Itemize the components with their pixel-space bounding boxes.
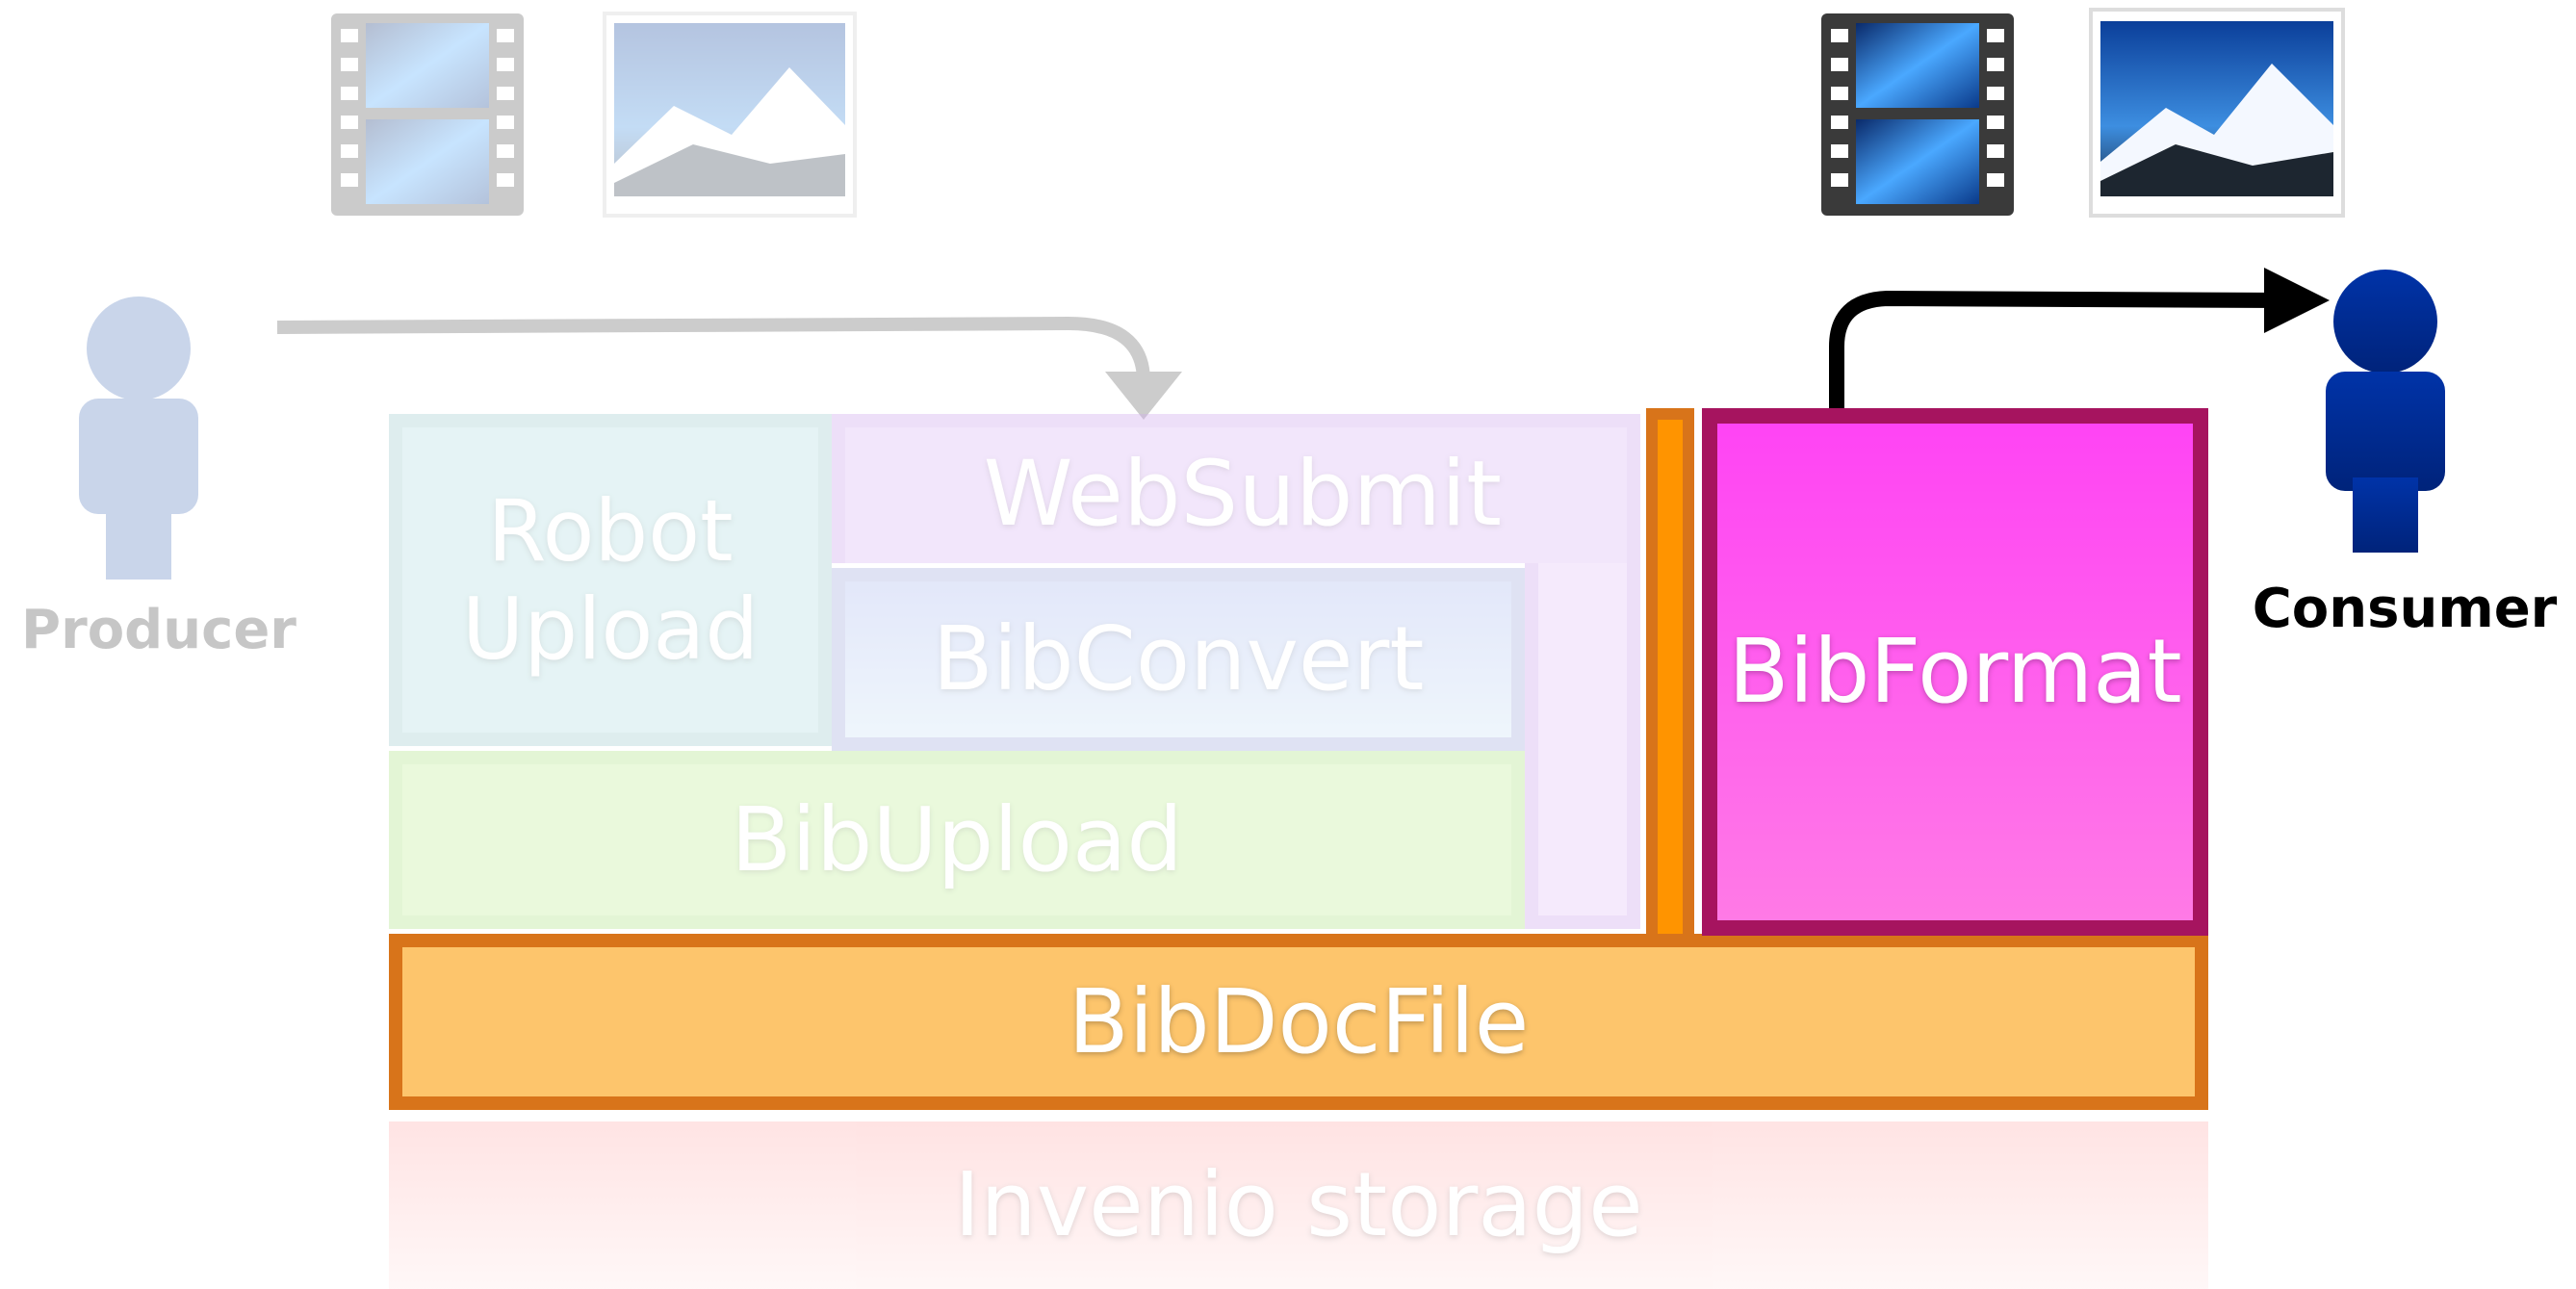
bibdocfile-block: BibDocFile	[389, 934, 2208, 1110]
film-strip-icon	[1821, 13, 2014, 216]
bibformat-label: BibFormat	[1728, 620, 2182, 724]
consumer-flow-arrow	[1829, 268, 2330, 408]
mountain-photo-icon	[603, 12, 857, 218]
mountain-photo-icon	[2089, 8, 2345, 218]
bibconvert-label: BibConvert	[932, 607, 1425, 711]
producer-person-icon	[79, 296, 198, 580]
consumer-person-icon	[2326, 270, 2445, 553]
bibconvert-block: BibConvert	[832, 568, 1525, 751]
robot-upload-block: Robot Upload	[389, 414, 832, 746]
websubmit-column	[1525, 563, 1640, 929]
consumer-label: Consumer	[2252, 578, 2558, 640]
producer-flow-arrow	[276, 316, 1182, 420]
bibupload-block: BibUpload	[389, 751, 1525, 929]
bibupload-label: BibUpload	[731, 787, 1183, 891]
bibformat-block: BibFormat	[1702, 408, 2208, 936]
websubmit-label: WebSubmit	[983, 442, 1502, 548]
robot-upload-label: Robot Upload	[461, 481, 760, 679]
producer-label: Producer	[21, 599, 296, 661]
film-strip-icon	[331, 13, 524, 216]
invenio-storage-block: Invenio storage	[389, 1121, 2208, 1289]
websubmit-block: WebSubmit	[832, 414, 1640, 563]
invenio-storage-label: Invenio storage	[954, 1153, 1643, 1257]
bibdocfile-label: BibDocFile	[1068, 969, 1530, 1073]
bibdocfile-pillar	[1646, 408, 1694, 947]
